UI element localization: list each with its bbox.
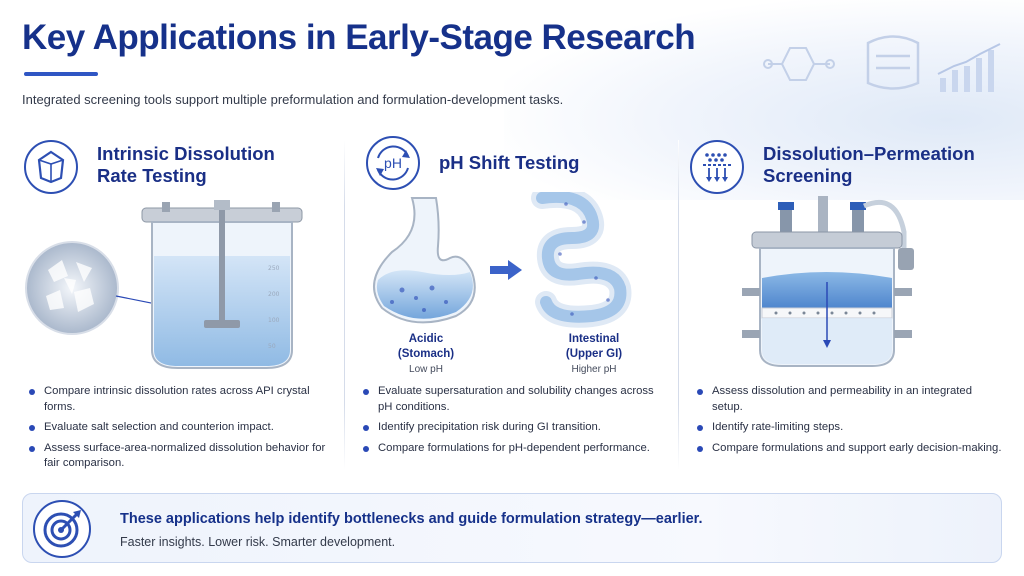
stage-sub-higher-ph: Higher pH <box>571 364 617 375</box>
bar-chart-icon <box>937 43 1001 92</box>
target-icon <box>33 500 91 558</box>
list-item: Identify rate-limiting steps. <box>692 420 1002 436</box>
svg-text:50: 50 <box>268 343 276 350</box>
list-item: Evaluate supersaturation and solubility … <box>358 384 668 415</box>
bullet-list: Compare intrinsic dissolution rates acro… <box>24 384 334 477</box>
list-item: Assess surface-area-normalized dissoluti… <box>24 441 334 472</box>
panel-title-line1: Intrinsic Dissolution <box>97 143 275 164</box>
panel-title-line2: Rate Testing <box>97 165 207 186</box>
page-subtitle: Integrated screening tools support multi… <box>22 92 564 107</box>
list-item: Compare formulations for pH-dependent pe… <box>358 441 668 457</box>
title-underline <box>24 72 98 76</box>
permeation-cell-illustration <box>742 196 914 367</box>
panel-ph-shift: pH pH Shift Testing Acidic (Stomach) Low <box>352 134 682 480</box>
background-wave <box>504 0 1024 200</box>
summary-tagline: Faster insights. Lower risk. Smarter dev… <box>120 535 396 549</box>
list-item: Compare intrinsic dissolution rates acro… <box>24 384 334 415</box>
panel-dissolution-permeation: Dissolution–Permeation Screening <box>686 134 1016 480</box>
stage-sub-low-ph: Low pH <box>409 364 443 375</box>
list-item: Assess dissolution and permeability in a… <box>692 384 1002 415</box>
panel-title-line2: Screening <box>763 165 853 186</box>
panel-title-line1: Dissolution–Permeation <box>763 143 975 164</box>
panel-intrinsic-dissolution: Intrinsic Dissolution Rate Testing <box>18 134 348 480</box>
ph-cycle-icon: pH <box>366 136 420 190</box>
molecule-icon <box>763 47 835 81</box>
panel-title: Dissolution–Permeation Screening <box>763 143 975 187</box>
svg-text:pH: pH <box>384 155 402 171</box>
svg-text:250: 250 <box>268 265 280 272</box>
stage-label-line1: Acidic <box>408 333 444 345</box>
divider <box>344 140 345 470</box>
bullet-list: Assess dissolution and permeability in a… <box>692 384 1002 461</box>
svg-text:200: 200 <box>268 291 280 298</box>
panel-title: pH Shift Testing <box>439 152 580 173</box>
summary-banner: These applications help identify bottlen… <box>22 493 1002 563</box>
dissolution-vessel-illustration: 250 200 100 50 <box>25 200 303 369</box>
divider <box>678 140 679 470</box>
summary-headline: These applications help identify bottlen… <box>120 511 703 527</box>
stage-label-line2: (Upper GI) <box>565 348 623 360</box>
stage-label-intestinal: Intestinal (Upper GI) <box>552 332 636 362</box>
bullet-list: Evaluate supersaturation and solubility … <box>358 384 668 461</box>
membrane-permeation-icon <box>690 140 744 194</box>
stage-label-acidic: Acidic (Stomach) <box>386 332 466 362</box>
panel-title: Intrinsic Dissolution Rate Testing <box>97 143 275 187</box>
stage-label-line2: (Stomach) <box>397 348 455 360</box>
list-item: Evaluate salt selection and counterion i… <box>24 420 334 436</box>
svg-text:100: 100 <box>268 317 280 324</box>
intestine-icon <box>866 35 920 90</box>
page-title: Key Applications in Early-Stage Research <box>22 18 696 57</box>
crystal-icon <box>24 140 78 194</box>
stomach-to-intestine-illustration <box>373 192 632 328</box>
list-item: Compare formulations and support early d… <box>692 441 1002 457</box>
stage-label-line1: Intestinal <box>568 333 620 345</box>
list-item: Identify precipitation risk during GI tr… <box>358 420 668 436</box>
arrow-right-icon <box>508 260 522 280</box>
